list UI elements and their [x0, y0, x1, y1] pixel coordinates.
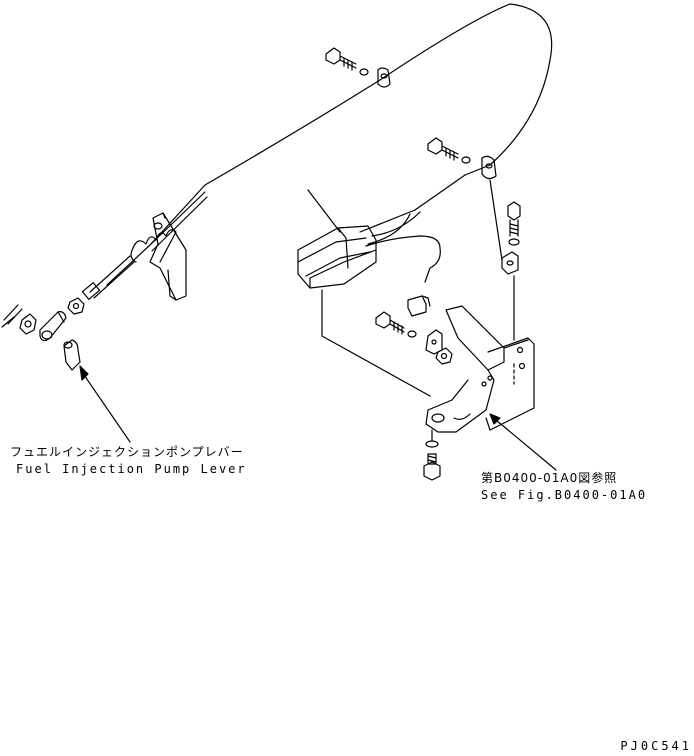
upper-cable-clip	[326, 48, 390, 87]
lower-cable-clip	[428, 138, 502, 260]
reference-leader	[490, 414, 556, 470]
bottom-bolt-set	[424, 430, 440, 480]
cable-bracket	[150, 213, 186, 300]
right-bolt-assembly	[502, 202, 520, 340]
reference-label-english: See Fig.B0400-01A0	[481, 488, 648, 502]
reference-label-japanese: 第B0400-01A0図参照	[481, 471, 618, 485]
fuel-injection-pump-lever	[64, 340, 80, 370]
cable-spring-end	[82, 230, 176, 300]
mounting-bolt-set	[376, 312, 452, 364]
pump-lever-label-english: Fuel Injection Pump Lever	[16, 462, 247, 476]
throttle-control-box	[298, 190, 440, 396]
pump-lever-label-japanese: フュエルインジェクションポンプレバー	[10, 445, 244, 459]
pump-lever-leader	[80, 366, 130, 442]
throttle-cable	[107, 4, 552, 285]
mounting-bracket-plate	[426, 306, 534, 432]
wire-connector	[408, 296, 430, 316]
drawing-code: PJ0C541	[620, 739, 692, 753]
pump-linkage-hardware	[2, 298, 84, 341]
